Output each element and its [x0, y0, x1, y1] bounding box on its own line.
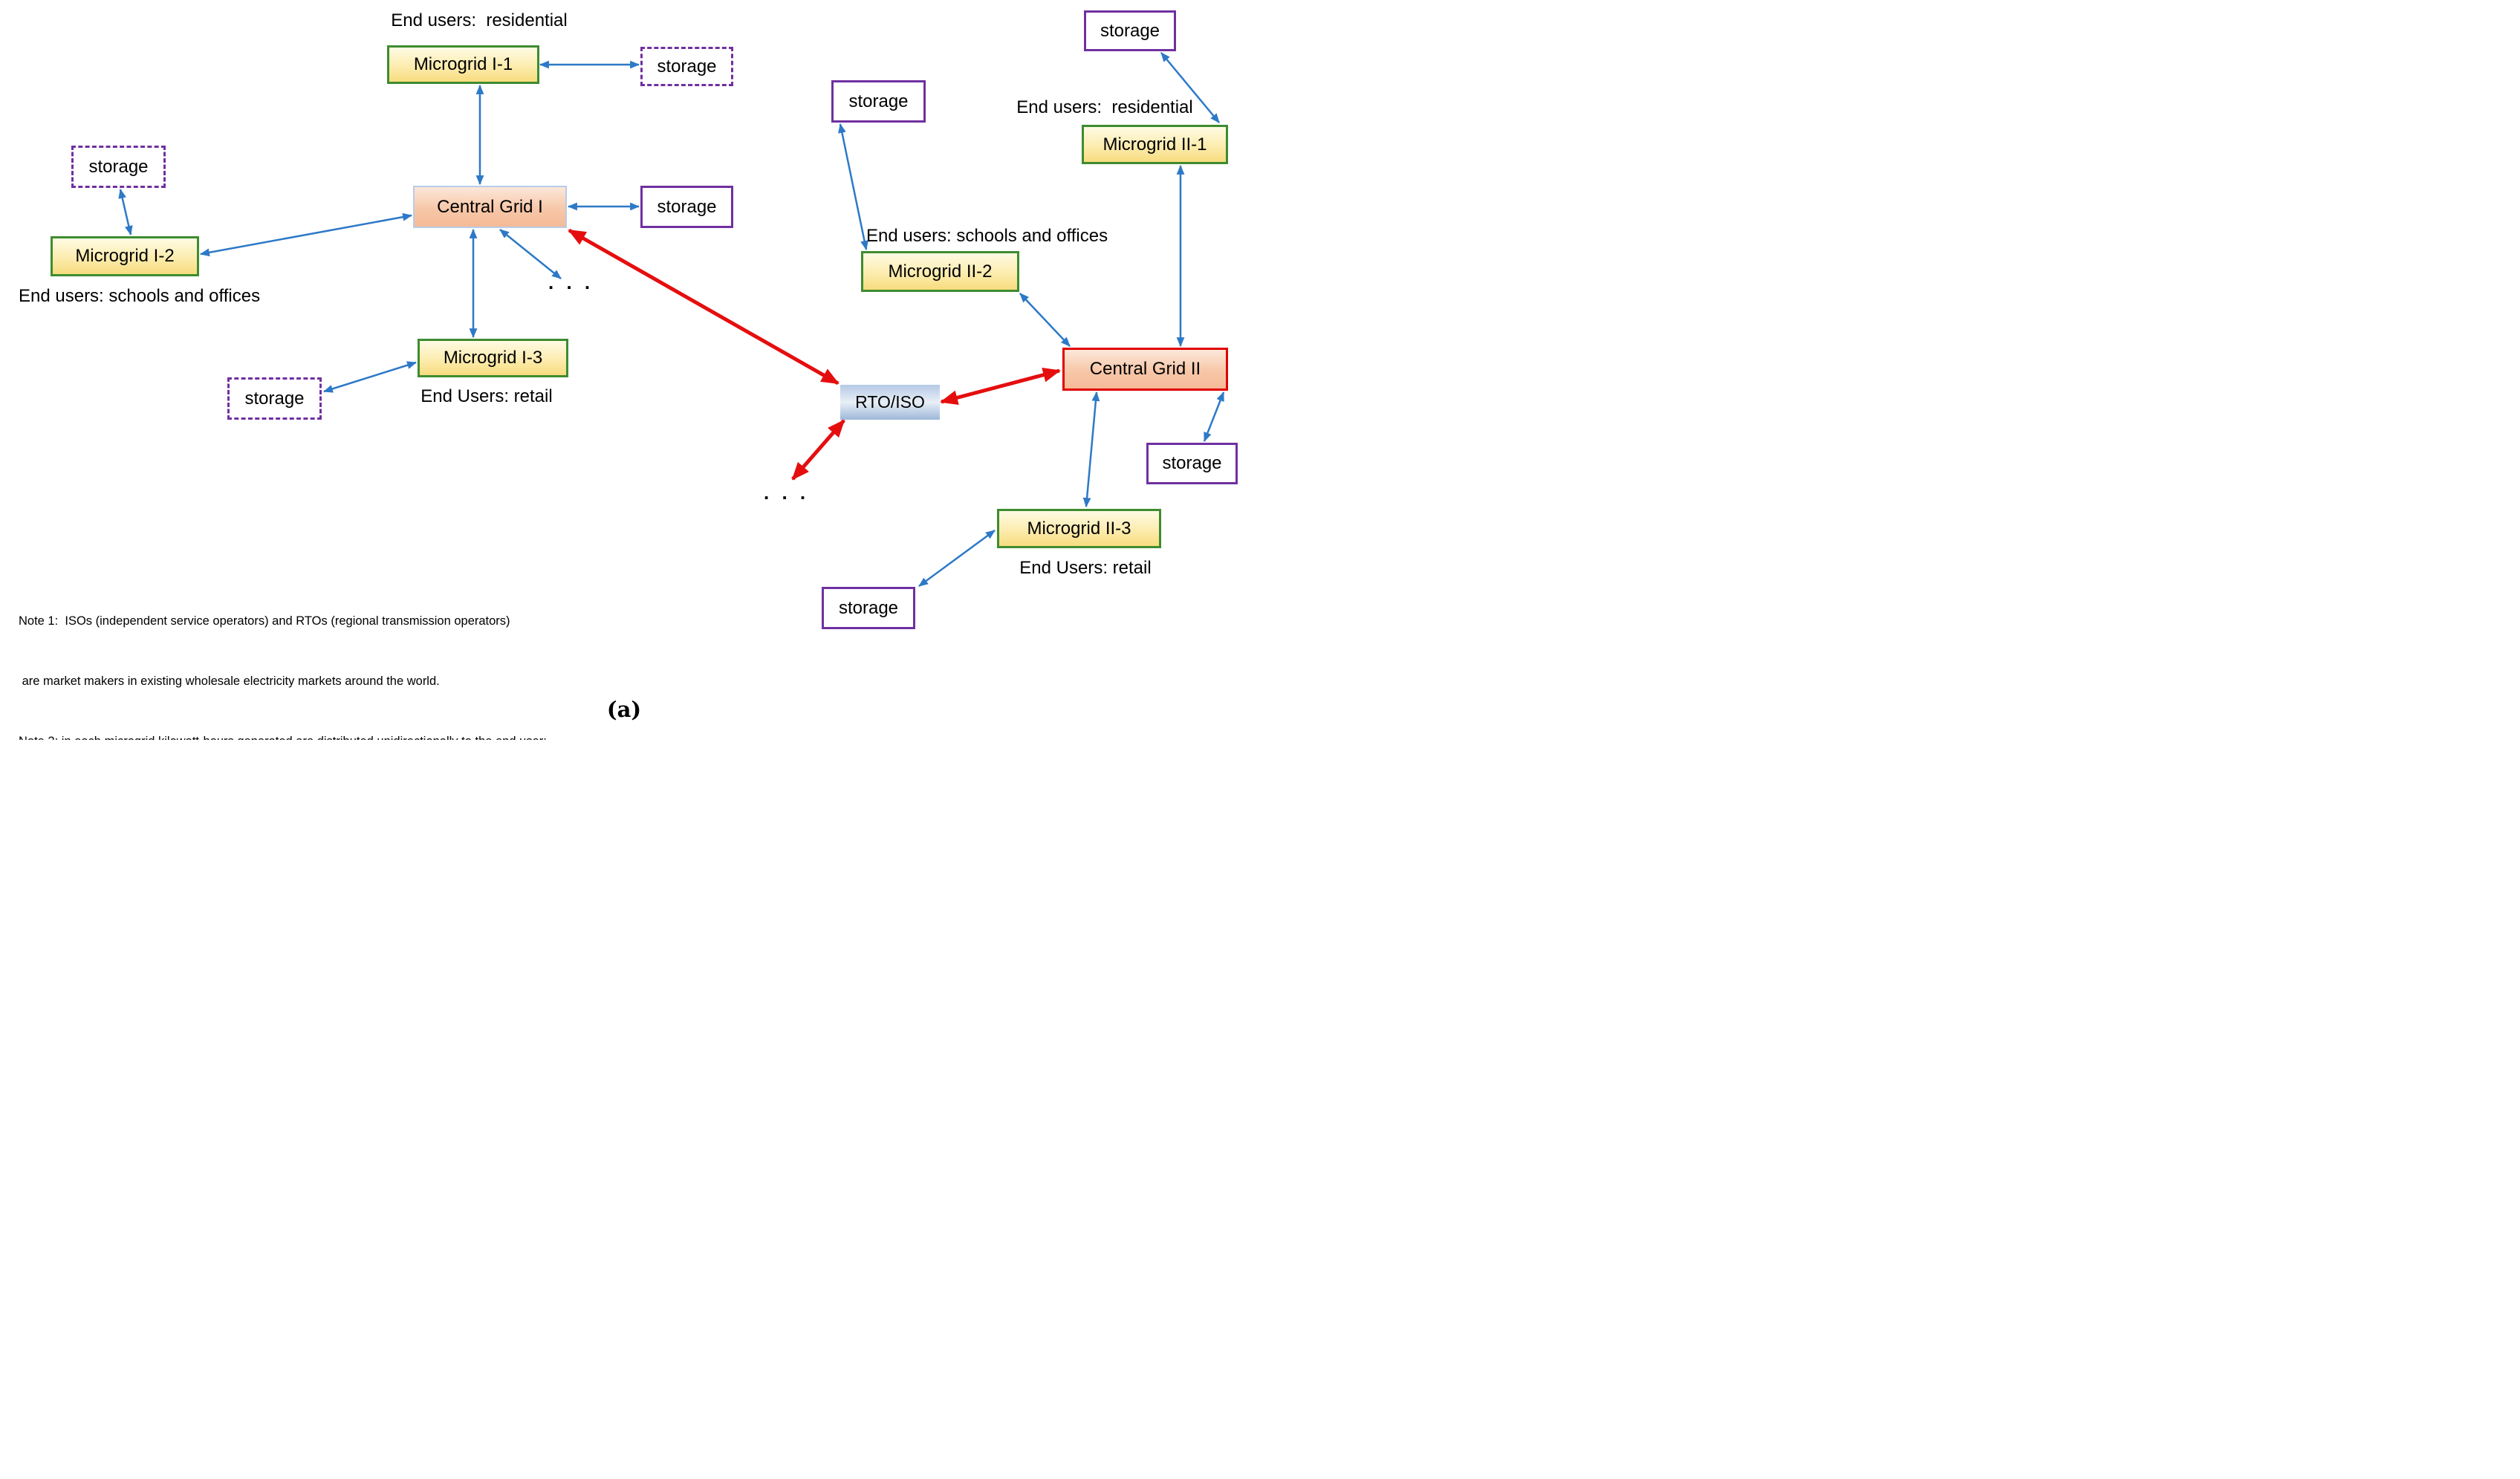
microgrid-ii2-label: Microgrid II-2 — [888, 261, 993, 282]
arrow-storage-microgrid-i2 — [118, 188, 133, 236]
arrows-layer — [118, 52, 1225, 588]
storage-label: storage — [1162, 453, 1222, 473]
microgrid-market-diagram: End users: residential Microgrid I-1 sto… — [0, 0, 1260, 740]
arrow-central-grid-ii-microgrid-ii3 — [1082, 391, 1100, 508]
storage-label: storage — [848, 91, 909, 111]
end-users-label-schools-i: End users: schools and offices — [19, 286, 261, 306]
microgrid-i1-node: Microgrid I-1 — [387, 45, 539, 84]
footnotes: Note 1: ISOs (independent service operat… — [19, 571, 702, 740]
storage-node-microgrid-i3: storage — [227, 377, 322, 420]
microgrid-i3-label: Microgrid I-3 — [443, 348, 543, 368]
arrow-microgrid-i3-storage — [322, 361, 418, 393]
microgrid-ii1-label: Microgrid II-1 — [1102, 134, 1207, 155]
microgrid-ii3-node: Microgrid II-3 — [997, 509, 1161, 548]
central-grid-i-label: Central Grid I — [437, 196, 543, 217]
storage-node-microgrid-i2: storage — [71, 146, 166, 188]
arrow-microgrid-ii3-storage — [918, 529, 996, 588]
arrow-rto-iso-central-grid-ii — [940, 367, 1061, 406]
rto-iso-node: RTO/ISO — [840, 385, 940, 420]
note-line-2: are market makers in existing wholesale … — [19, 675, 440, 688]
storage-node-microgrid-ii1: storage — [1084, 10, 1176, 51]
microgrid-i3-node: Microgrid I-3 — [418, 339, 568, 377]
figure-caption: (a) — [606, 697, 642, 722]
end-users-label-residential-i: End users: residential — [391, 10, 568, 30]
end-users-label-retail-ii: End Users: retail — [1019, 558, 1152, 578]
storage-label: storage — [1100, 20, 1160, 41]
ellipsis-more-central-grids: . . . — [764, 481, 810, 504]
storage-node-central-grid-i: storage — [640, 186, 733, 228]
microgrid-ii2-node: Microgrid II-2 — [861, 251, 1019, 292]
arrow-central-grid-i-ellipsis — [499, 229, 562, 279]
end-users-label-residential-ii: End users: residential — [1016, 97, 1193, 117]
arrow-rto-iso-ellipsis — [791, 419, 845, 481]
storage-label: storage — [657, 56, 717, 77]
central-grid-ii-node: Central Grid II — [1062, 348, 1228, 391]
note-line-1: Note 1: ISOs (independent service operat… — [19, 614, 510, 628]
storage-label: storage — [88, 156, 149, 177]
storage-node-microgrid-ii3: storage — [822, 587, 915, 629]
microgrid-i2-label: Microgrid I-2 — [75, 246, 175, 266]
arrow-storage-microgrid-ii1 — [1160, 52, 1220, 123]
microgrid-i1-label: Microgrid I-1 — [413, 54, 513, 74]
arrow-microgrid-ii2-central-grid-ii — [1019, 293, 1071, 347]
ellipsis-more-microgrids-i: . . . — [548, 271, 594, 293]
central-grid-ii-label: Central Grid II — [1089, 359, 1201, 379]
microgrid-ii1-node: Microgrid II-1 — [1082, 125, 1228, 164]
microgrid-ii3-label: Microgrid II-3 — [1027, 518, 1131, 539]
end-users-label-retail-i: End Users: retail — [420, 386, 553, 406]
central-grid-i-node: Central Grid I — [413, 186, 567, 228]
arrow-central-grid-i-microgrid-i2 — [199, 212, 413, 257]
microgrid-i2-node: Microgrid I-2 — [51, 236, 199, 276]
storage-label: storage — [657, 196, 717, 217]
end-users-label-schools-ii: End users: schools and offices — [866, 226, 1108, 246]
storage-label: storage — [244, 388, 305, 409]
arrow-central-grid-i-rto-iso — [568, 228, 840, 386]
storage-node-microgrid-i1: storage — [640, 47, 733, 86]
rto-iso-label: RTO/ISO — [855, 392, 925, 412]
note-line-3: Note 2: in each microgrid kilowatt-hours… — [19, 732, 702, 740]
storage-node-microgrid-ii2: storage — [831, 80, 926, 123]
arrow-central-grid-ii-storage — [1203, 391, 1225, 443]
storage-label: storage — [838, 597, 899, 618]
storage-node-central-grid-ii: storage — [1146, 443, 1238, 484]
arrow-storage-microgrid-ii2 — [838, 123, 868, 251]
